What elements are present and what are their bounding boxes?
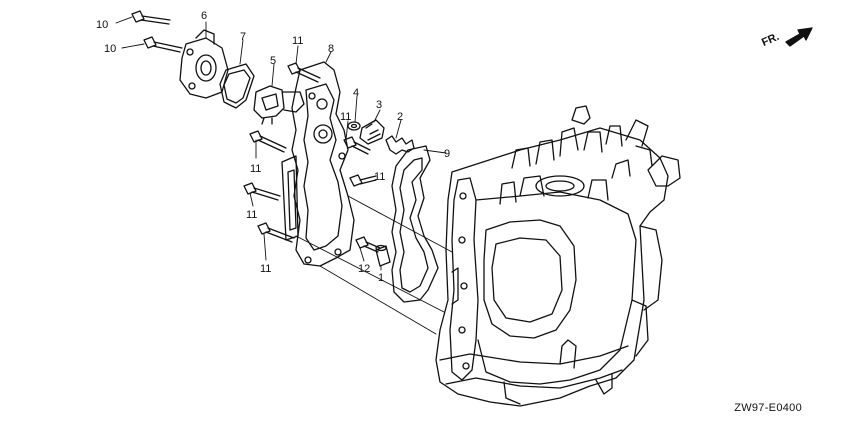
callout-leaders [115,16,447,271]
housing-6 [179,29,229,99]
valve-3 [359,119,385,145]
callout-12: 12 [358,263,370,275]
callout-5: 5 [270,55,276,67]
callout-11-mid-a: 11 [340,111,351,123]
callout-labels: 10 10 6 7 5 11 8 4 3 2 11 9 11 11 11 11 … [96,10,450,284]
callout-2: 2 [397,111,403,123]
bolt-11-mid-b [349,174,377,187]
callout-8: 8 [328,43,334,55]
bolt-11-left-a [249,130,287,153]
drawing-code: ZW97-E0400 [734,402,802,414]
callout-11-mid-b: 11 [374,171,385,183]
bolt-11-left-c [257,222,295,243]
bolt-10-upper [131,10,171,25]
o-ring-7 [219,63,255,109]
bolt-11-top [287,62,321,83]
callout-1: 1 [378,272,384,284]
callout-11-left-a: 11 [250,163,261,175]
washer-4 [347,121,361,131]
bolt-11-left-b [243,182,281,201]
callout-4: 4 [353,87,359,99]
callout-10-lower: 10 [104,43,116,55]
spring-2 [385,135,415,155]
gasket-9 [391,145,439,303]
callout-11-top: 11 [292,35,303,47]
callout-3: 3 [376,99,382,111]
thermostat-5 [253,85,305,125]
callout-9: 9 [444,148,450,160]
callout-7: 7 [240,31,246,43]
callout-11-left-c: 11 [260,263,271,275]
cylinder-block [435,105,681,407]
front-direction-arrow-icon [785,27,813,47]
callout-10-upper: 10 [96,19,108,31]
callout-11-left-b: 11 [246,209,257,221]
thermostat-cover-8 [281,61,355,267]
bolt-10-lower [143,36,183,53]
dowel-pin-1 [375,244,391,267]
bolt-11-mid-a [343,136,371,155]
callout-6: 6 [201,10,207,22]
alignment-lines [295,195,453,335]
